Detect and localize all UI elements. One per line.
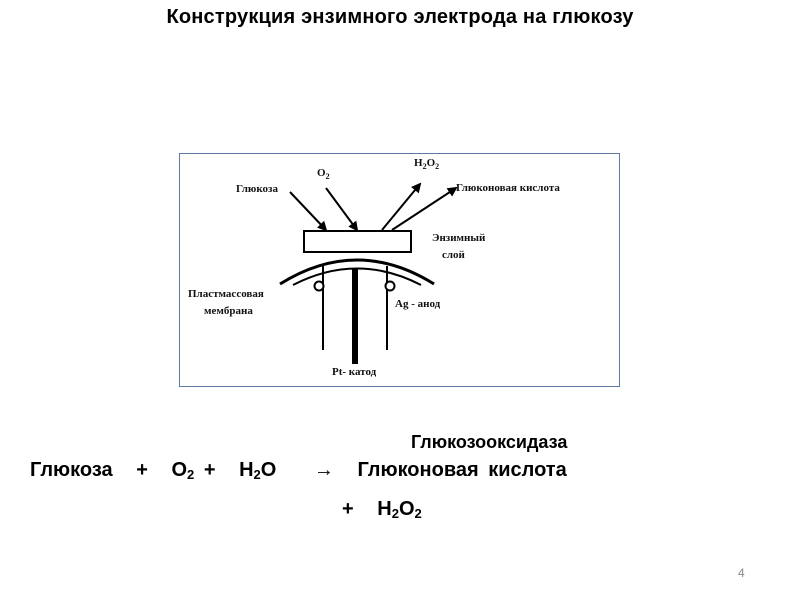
plus-sign: + <box>342 498 354 520</box>
reaction-arrow: → <box>313 459 334 481</box>
pt-cathode <box>352 268 358 364</box>
product-gluconic-acid: Глюконовая кислота <box>357 459 567 481</box>
reactant-water: H2O <box>239 459 277 482</box>
gluconic-arrow <box>391 186 458 231</box>
label-pt-cathode: Pt- катод <box>332 366 377 378</box>
electrode-drawing <box>279 182 458 364</box>
label-gluconic-acid: Глюконовая кислота <box>456 182 560 194</box>
plastic-membrane <box>279 258 435 286</box>
reaction-equation-line1: Глюкоза + O2 + H2O → Глюконовая кислота <box>30 459 567 482</box>
enzyme-name: Глюкозооксидаза <box>411 432 568 452</box>
ag-anode-left <box>313 280 325 292</box>
label-enzyme-layer-1: Энзимный <box>432 232 486 244</box>
page-number: 4 <box>738 566 745 580</box>
label-glucose: Глюкоза <box>236 183 278 195</box>
reaction-equation-line2: + H2O2 <box>342 498 422 521</box>
glucose-arrow <box>289 191 328 232</box>
label-enzyme-layer-2: слой <box>442 249 465 261</box>
reactant-oxygen: O2 <box>171 459 195 482</box>
peroxide-arrow <box>381 182 422 231</box>
slide-title: Конструкция энзимного электрода на глюко… <box>166 6 634 28</box>
ag-anode-right <box>384 280 396 292</box>
oxygen-arrow <box>325 187 359 232</box>
label-hydrogen-peroxide: H2O2 <box>414 157 440 171</box>
label-membrane-1: Пластмассовая <box>188 288 264 300</box>
plus-sign: + <box>203 459 216 481</box>
electrode-diagram: Глюкоза O2 H2O2 Глюконовая кислота Энзим… <box>179 153 620 387</box>
enzyme-layer <box>303 230 412 253</box>
label-oxygen: O2 <box>317 167 330 181</box>
label-ag-anode: Ag - анод <box>395 298 441 310</box>
reactant-glucose: Глюкоза <box>30 459 113 481</box>
label-membrane-2: мембрана <box>204 305 253 317</box>
product-hydrogen-peroxide: H2O2 <box>377 498 422 521</box>
plus-sign: + <box>136 459 148 481</box>
